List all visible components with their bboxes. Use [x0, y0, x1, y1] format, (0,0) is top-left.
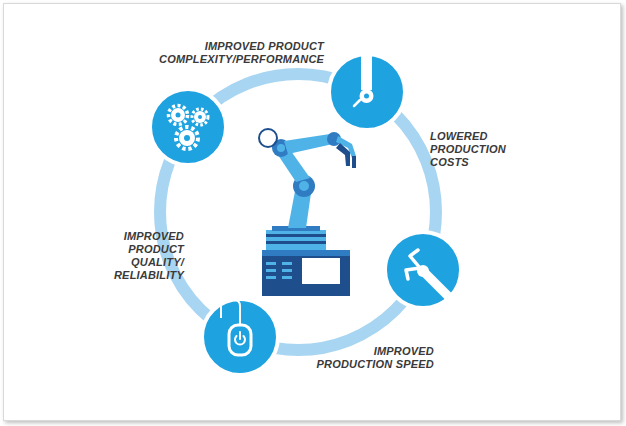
benefit-label: IMPROVED PRODUCT COMPLEXITY/PERFORMANCE — [159, 40, 324, 66]
slide-frame — [3, 3, 621, 421]
benefit-label: IMPROVED PRODUCTION SPEED — [312, 345, 434, 371]
benefit-label: IMPROVED PRODUCT QUALITY/ RELIABILITY — [104, 230, 184, 282]
benefit-label: LOWERED PRODUCTION COSTS — [430, 130, 520, 169]
